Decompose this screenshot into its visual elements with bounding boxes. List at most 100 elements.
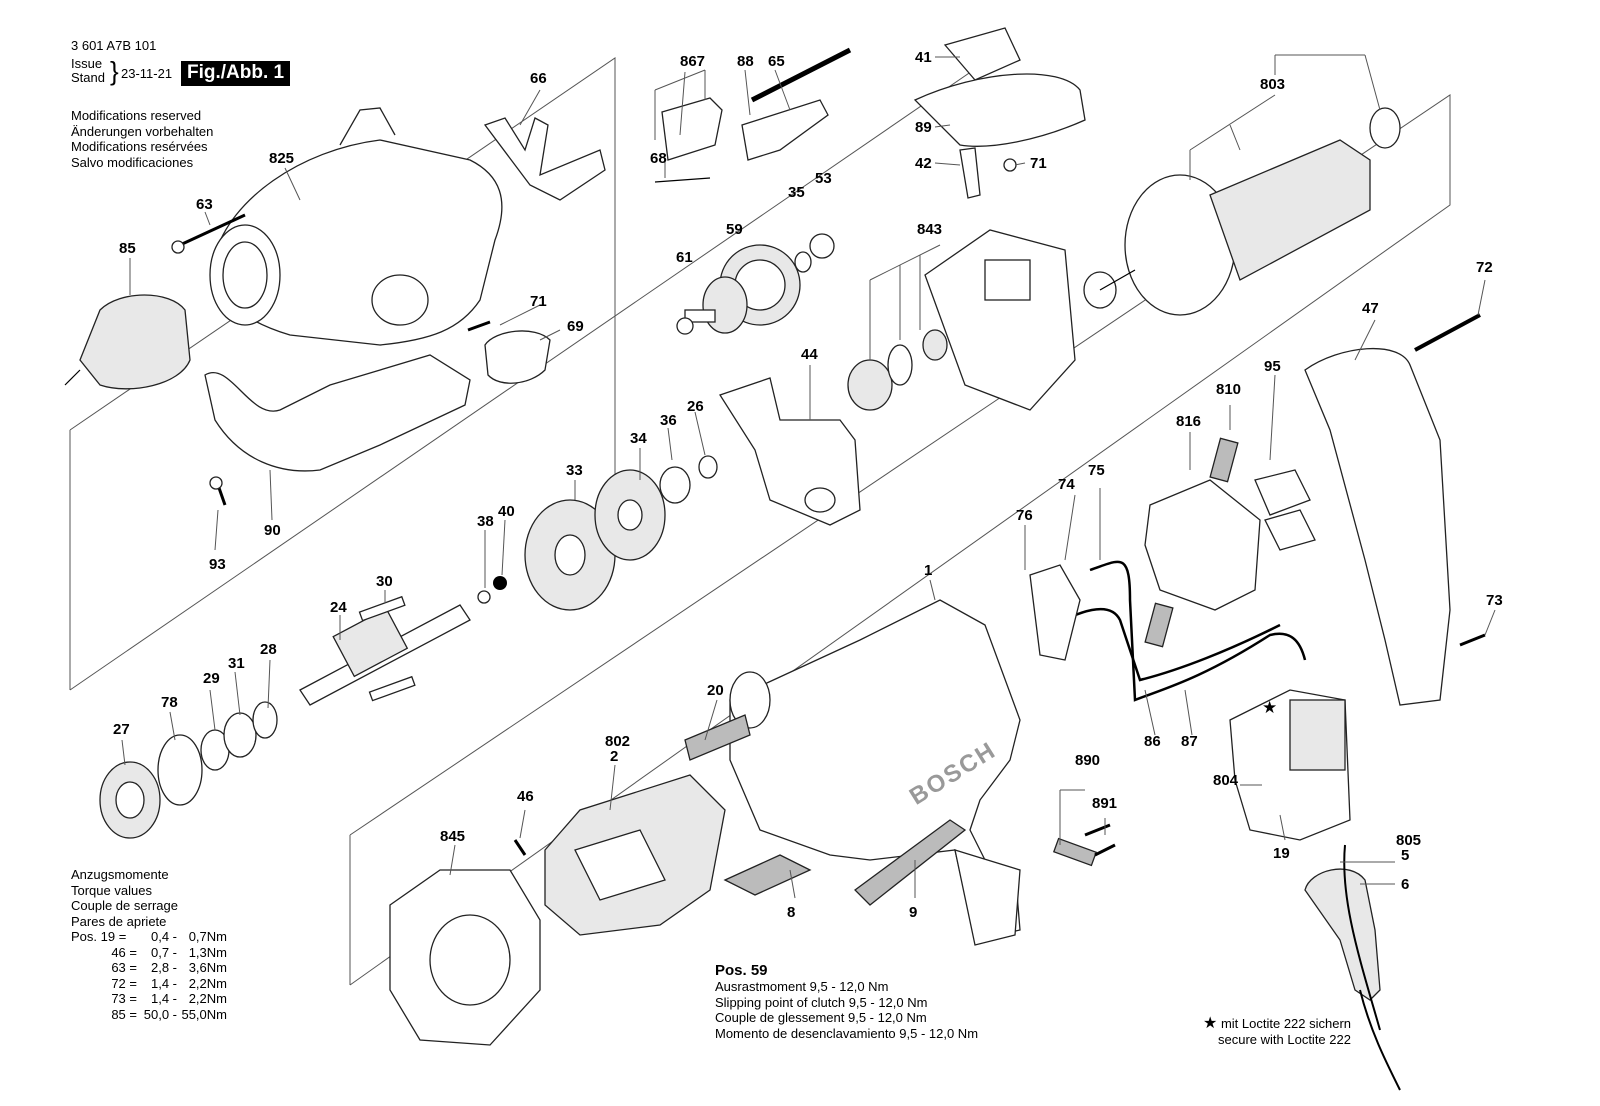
torque-row: 63 =2,8 -3,6Nm	[71, 960, 227, 976]
modifications-notice: Modifications reserved Änderungen vorbeh…	[71, 108, 213, 170]
torque-max: 1,3Nm	[188, 944, 227, 960]
gear-59	[684, 244, 801, 334]
part-label-26: 26	[687, 398, 704, 415]
loctite-line-en: secure with Loctite 222	[1218, 1031, 1351, 1047]
pos59-line-en: Slipping point of clutch 9,5 - 12,0 Nm	[715, 994, 928, 1010]
part-label-9: 9	[909, 904, 918, 921]
torque-min: 0,7 -	[150, 944, 177, 960]
torque-pos: 46 =	[111, 944, 137, 960]
clamp-890	[1052, 837, 1098, 867]
torque-min: 1,4 -	[150, 975, 177, 991]
issue-stand-block: Issue Stand	[71, 57, 105, 85]
part-label-6: 6	[1401, 876, 1410, 893]
switch-cover-41	[943, 27, 1021, 81]
torque-pos: 73 =	[111, 991, 137, 1006]
screw-72	[1414, 313, 1481, 352]
torque-max: 2,2Nm	[188, 991, 227, 1006]
part-label-8: 8	[787, 904, 796, 921]
part-label-73: 73	[1486, 592, 1503, 609]
ball-38	[477, 590, 491, 604]
key-30a	[358, 595, 406, 622]
part-label-76: 76	[1016, 507, 1033, 524]
part-label-86: 86	[1144, 733, 1161, 750]
pos59-line-es: Momento de desenclavamiento 9,5 - 12,0 N…	[715, 1025, 979, 1041]
pos59-line-fr: Couple de glessement 9,5 - 12,0 Nm	[715, 1010, 927, 1025]
part-label-5: 5	[1401, 847, 1410, 864]
fork-66	[483, 117, 606, 201]
part-label-891: 891	[1092, 795, 1118, 812]
screw-63	[171, 213, 246, 254]
slider-867	[661, 97, 723, 161]
field-802	[544, 774, 726, 936]
torque-min: 0,4 -	[150, 929, 177, 944]
part-label-33: 33	[566, 462, 583, 479]
part-label-816: 816	[1176, 413, 1202, 430]
part-label-61: 61	[676, 249, 693, 266]
plate-8	[723, 854, 812, 896]
bracket-88	[741, 99, 829, 161]
torque-row: 72 =1,4 -2,2Nm	[71, 976, 227, 992]
part-label-35: 35	[788, 184, 805, 201]
wire-87	[1044, 607, 1281, 682]
ring-31	[223, 712, 257, 758]
brace-symbol: }	[110, 56, 119, 86]
pin-65	[750, 47, 852, 103]
part-label-93: 93	[209, 556, 226, 573]
part-label-31: 31	[228, 655, 245, 672]
part-label-36: 36	[660, 412, 677, 429]
part-label-867: 867	[680, 53, 706, 70]
part-label-47: 47	[1362, 300, 1379, 317]
part-label-63: 63	[196, 196, 213, 213]
part-label-19: 19	[1273, 845, 1290, 862]
torque-table: Anzugsmomente Torque values Couple de se…	[71, 867, 227, 1022]
part-label-59: 59	[726, 221, 743, 238]
part-label-75: 75	[1088, 462, 1105, 479]
gear-housing-825	[209, 107, 503, 346]
cord-5	[1343, 844, 1381, 1031]
part-label-44: 44	[801, 346, 818, 363]
terminal-74	[1029, 564, 1081, 661]
circlip-78	[157, 734, 203, 806]
motor-housing-1	[729, 599, 1021, 946]
torque-title-es: Pares de apriete	[71, 913, 167, 929]
part-label-72: 72	[1476, 259, 1493, 276]
part-number: 3 601 A7B 101	[71, 38, 157, 53]
lever-42	[959, 147, 981, 199]
part-label-53: 53	[815, 170, 832, 187]
figure-label: Fig./Abb. 1	[181, 61, 291, 86]
part-label-803: 803	[1260, 76, 1286, 93]
part-label-71: 71	[530, 293, 547, 310]
ball-40	[493, 576, 507, 590]
part-label-890: 890	[1075, 752, 1101, 769]
torque-row: 85 =50,0 -55,0Nm	[71, 1007, 227, 1023]
torque-min: 2,8 -	[150, 960, 177, 975]
loctite-note: ★ mit Loctite 222 sichern secure with Lo…	[1203, 1016, 1351, 1047]
knob-69	[484, 330, 551, 384]
gear-34	[594, 469, 666, 561]
stand-label: Stand	[71, 70, 105, 85]
pos59-title: Pos. 59	[715, 962, 768, 979]
torque-row: Pos. 19 =0,4 -0,7Nm	[71, 929, 227, 945]
chuck-85	[64, 294, 191, 390]
torque-min: 50,0 -	[143, 1006, 177, 1022]
part-label-38: 38	[477, 513, 494, 530]
washer-53	[809, 233, 835, 259]
part-label-27: 27	[113, 721, 130, 738]
part-label-41: 41	[915, 49, 932, 66]
wire-86	[1089, 560, 1307, 702]
armature-803	[1083, 107, 1401, 316]
torque-title-fr: Couple de serrage	[71, 898, 178, 913]
torque-max: 55,0Nm	[181, 1006, 227, 1022]
bearing-36	[659, 466, 691, 504]
part-label-40: 40	[498, 503, 515, 520]
part-label-802: 802	[605, 733, 631, 750]
part-label-24: 24	[330, 599, 347, 616]
switch-804	[1229, 689, 1351, 841]
part-label-843: 843	[917, 221, 943, 238]
torque-max: 3,6Nm	[188, 960, 227, 975]
torque-min: 1,4 -	[150, 991, 177, 1006]
part-label-71b: 71	[1030, 155, 1047, 172]
part-label-88: 88	[737, 53, 754, 70]
part-label-74: 74	[1058, 476, 1075, 493]
